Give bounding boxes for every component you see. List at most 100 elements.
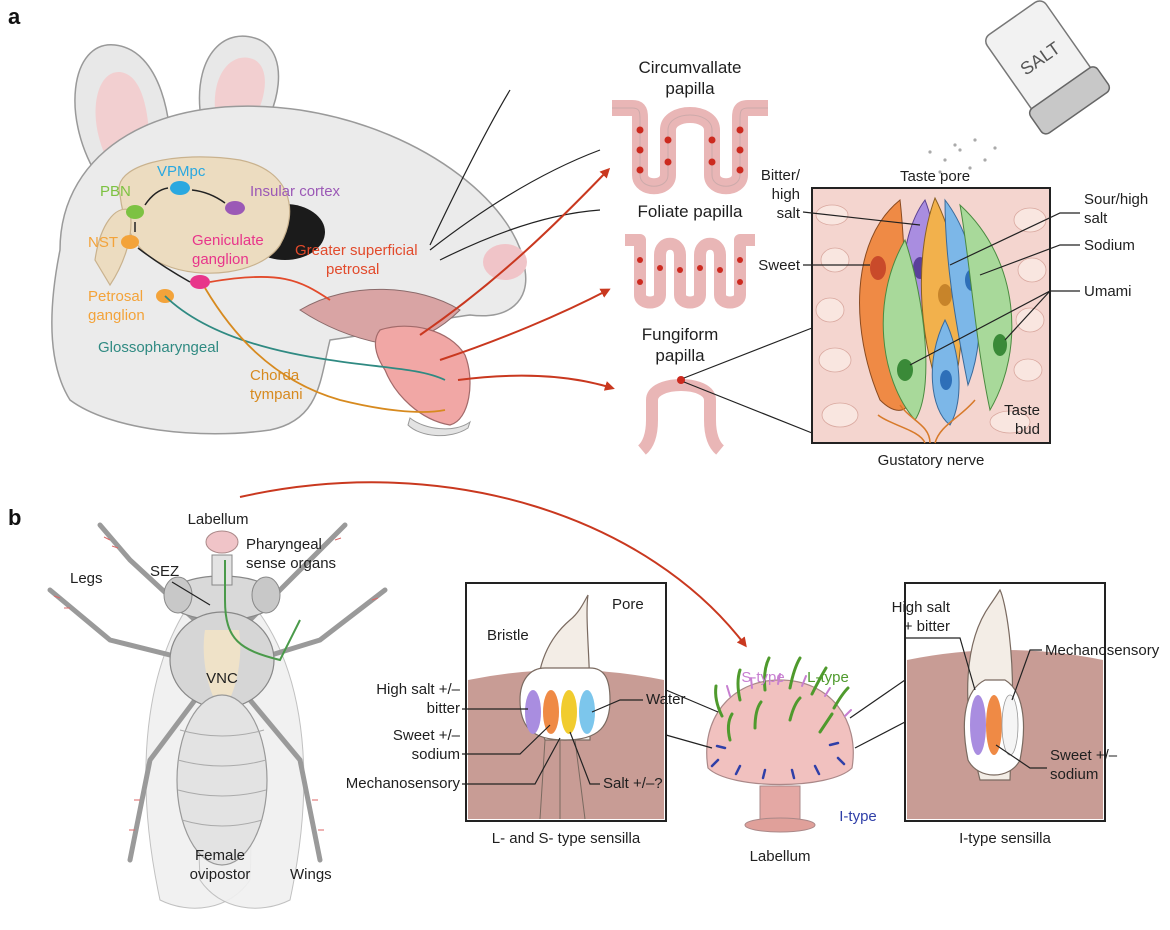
- geniculate-label-2: ganglion: [192, 251, 249, 268]
- bitter-leader: [802, 211, 921, 226]
- labellum-illustration: [665, 656, 906, 833]
- ls-to-labellum-leader-1: [665, 689, 719, 713]
- it-to-labellum-leader-2: [854, 721, 906, 749]
- ls-high-salt-label-2: bitter: [427, 700, 460, 717]
- petrosal-label-2: ganglion: [88, 307, 145, 324]
- labellum-fly-label: Labellum: [188, 511, 249, 528]
- circumvallate-title-1: Circumvallate: [639, 58, 742, 77]
- l-type-label: L-type: [807, 669, 849, 686]
- glosso-nerve: [164, 295, 446, 381]
- i-type-label: I-type: [839, 808, 877, 825]
- pbn-label: PBN: [100, 183, 131, 200]
- pbn-to-vpmpc-arrow: [144, 187, 169, 206]
- salt-label: Salt +/–?: [603, 775, 663, 792]
- i-type-sensilla-illustration: [904, 582, 1106, 822]
- insular-cortex-label: Insular cortex: [250, 183, 341, 200]
- geniculate-label-1: Geniculate: [192, 232, 264, 249]
- ls-high-salt-label-1: High salt +/–: [376, 681, 460, 698]
- vpmpc-label: VPMpc: [157, 163, 206, 180]
- ls-sensilla-illustration: [465, 582, 667, 822]
- circumvallate-papilla: [612, 100, 768, 195]
- it-mech-leader: [1011, 649, 1042, 701]
- pharyngeal-label-1: Pharyngeal: [246, 536, 322, 553]
- water-label: Water: [646, 691, 685, 708]
- sodium-label: Sodium: [1084, 237, 1135, 254]
- it-high-salt-label-1: High salt: [892, 599, 951, 616]
- arrow-to-circumvallate: [419, 167, 611, 336]
- pbn-dot: [126, 205, 144, 219]
- it-caption: I-type sensilla: [959, 830, 1051, 847]
- sour-leader: [949, 212, 1080, 266]
- ls-mech-label: Mechanosensory: [346, 775, 461, 792]
- taste-bud-label-1: Taste: [1004, 402, 1040, 419]
- vpmpc-to-insular-arrow: [191, 189, 226, 204]
- sweet-label: Sweet: [758, 257, 801, 274]
- bitter-label-1: Bitter/: [761, 167, 801, 184]
- legs-label: Legs: [70, 570, 103, 587]
- it-high-salt-leader: [905, 637, 976, 691]
- nst-label: NST: [88, 234, 118, 251]
- arrow-to-foliate: [439, 288, 611, 361]
- fly-illustration: [47, 522, 388, 909]
- salt-shaker-illustration: SALT: [928, 0, 1111, 174]
- ls-to-labellum-leader-2: [665, 734, 713, 749]
- umami-label: Umami: [1084, 283, 1132, 300]
- it-sweet-leader: [995, 744, 1047, 769]
- circumvallate-title-2: papilla: [665, 79, 715, 98]
- chorda-label-2: tympani: [250, 386, 303, 403]
- vnc-label: VNC: [206, 670, 238, 687]
- it-high-salt-label-2: + bitter: [904, 618, 950, 635]
- geniculate-to-nst-arrow: [137, 247, 191, 283]
- insular-dot: [225, 201, 245, 215]
- bitter-label-2: high: [772, 186, 800, 203]
- gsp-nerve: [209, 275, 331, 301]
- gsp-label-2: petrosal: [326, 261, 379, 278]
- arrow-to-labellum: [239, 481, 747, 648]
- ovipostor-label-1: Female: [195, 847, 245, 864]
- cranial-nerves: [164, 275, 446, 413]
- it-sweet-label-1: Sweet +/–: [1050, 747, 1118, 764]
- pharyngeal-label-2: sense organs: [246, 555, 336, 572]
- it-sweet-label-2: sodium: [1050, 766, 1098, 783]
- sour-label-2: salt: [1084, 210, 1108, 227]
- sour-label-1: Sour/high: [1084, 191, 1148, 208]
- bristle-label: Bristle: [487, 627, 529, 644]
- ls-mech-leader: [462, 737, 561, 785]
- it-to-labellum-leader-1: [849, 679, 906, 719]
- labellum-caption: Labellum: [750, 848, 811, 865]
- taste-pore-label: Taste pore: [900, 168, 970, 185]
- sez-label: SEZ: [150, 563, 179, 580]
- foliate-papilla: [625, 234, 755, 309]
- ls-sweet-label-2: sodium: [412, 746, 460, 763]
- wings-label: Wings: [290, 866, 332, 883]
- ls-caption: L- and S- type sensilla: [492, 830, 641, 847]
- salt-leader: [569, 731, 600, 785]
- sodium-leader: [979, 244, 1080, 276]
- vpmpc-dot: [170, 181, 190, 195]
- nst-dot: [121, 235, 139, 249]
- gsp-label-1: Greater superficial: [295, 242, 418, 259]
- fungiform-papilla: [637, 327, 813, 455]
- foliate-title: Foliate papilla: [638, 202, 743, 221]
- fungiform-title-1: Fungiform: [642, 325, 719, 344]
- glosso-label: Glossopharyngeal: [98, 339, 219, 356]
- it-mech-label: Mechanosensory: [1045, 642, 1160, 659]
- ls-sweet-label-1: Sweet +/–: [393, 727, 461, 744]
- pore-label: Pore: [612, 596, 644, 613]
- taste-bud-label-2: bud: [1015, 421, 1040, 438]
- sez-leader: [171, 581, 211, 606]
- petrosal-label-1: Petrosal: [88, 288, 143, 305]
- ovipostor-label-2: ovipostor: [190, 866, 251, 883]
- s-type-label: S-type: [741, 669, 784, 686]
- arrow-to-fungiform: [457, 374, 615, 391]
- water-leader: [591, 699, 643, 713]
- chorda-label-1: Chorda: [250, 367, 300, 384]
- chorda-nerve: [204, 287, 446, 413]
- geniculate-dot: [190, 275, 210, 289]
- panel-a-letter: a: [8, 4, 21, 29]
- bitter-label-3: salt: [777, 205, 801, 222]
- ls-sweet-leader: [462, 724, 551, 755]
- gustatory-nerve-label: Gustatory nerve: [878, 452, 985, 469]
- umami-leader-2: [1004, 290, 1051, 341]
